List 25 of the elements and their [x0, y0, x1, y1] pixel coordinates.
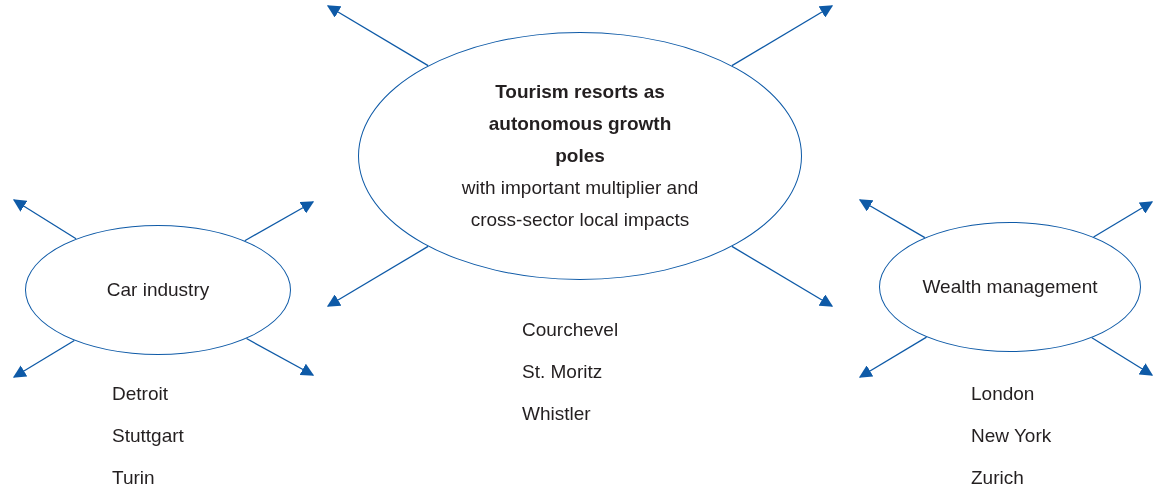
heading-text: Tourism resorts as autonomous growth poles [487, 80, 673, 168]
place-name: Turin [112, 466, 155, 489]
place-name: Whistler [522, 402, 591, 425]
arrow [12, 199, 77, 240]
arrow [12, 339, 75, 378]
arrow [326, 5, 429, 67]
place-name: Courchevel [522, 318, 619, 341]
place-name: St. Moritz [522, 360, 603, 383]
arrow [858, 199, 926, 239]
arrow [326, 245, 429, 307]
body-text: with important multiplier and cross-sector local impacts [460, 176, 700, 232]
place-name: Zurich [971, 466, 1024, 489]
arrow [731, 245, 834, 307]
arrow [858, 336, 928, 378]
arrow [1091, 337, 1154, 376]
body-text: Car industry [106, 277, 210, 302]
place-name: Detroit [112, 382, 168, 405]
arrow [244, 201, 315, 242]
place-name: Stuttgart [112, 424, 184, 447]
body-text: Wealth management [922, 274, 1098, 299]
arrow [245, 337, 315, 376]
place-name: New York [971, 424, 1052, 447]
arrow [1092, 201, 1154, 238]
place-name: London [971, 382, 1035, 405]
arrow [731, 5, 834, 67]
